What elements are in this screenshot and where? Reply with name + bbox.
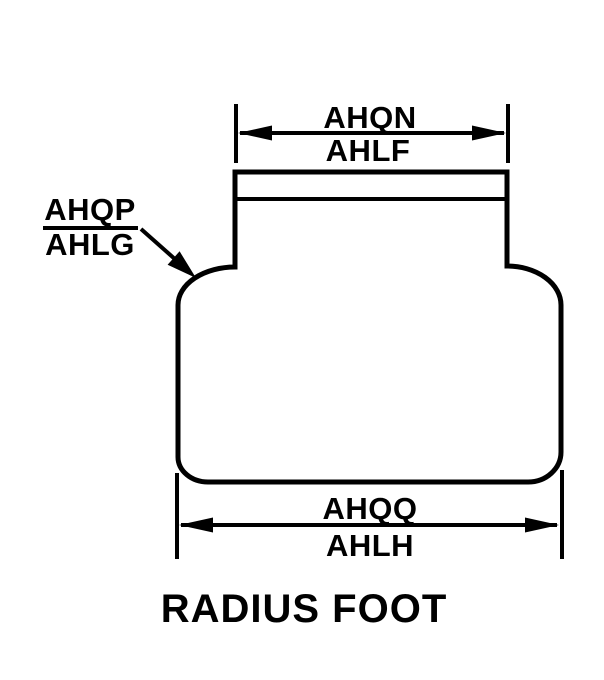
radius-label-primary: AHQP	[44, 192, 136, 227]
radius-leader-arrowhead-icon	[167, 251, 196, 278]
bottom-dim-label-primary: AHQQ	[323, 491, 418, 526]
foot-outline	[175, 169, 564, 485]
foot-profile	[175, 169, 564, 485]
top-dimension	[234, 104, 510, 163]
top-dim-label-secondary: AHLF	[326, 133, 411, 168]
radius-label-secondary: AHLG	[45, 227, 135, 262]
radius-callout	[43, 226, 196, 278]
top-dim-label-primary: AHQN	[323, 100, 416, 135]
top-dim-arrowhead-left-icon	[238, 125, 272, 141]
bottom-dimension	[175, 470, 564, 559]
bottom-dim-arrowhead-right-icon	[525, 517, 559, 533]
diagram-title: RADIUS FOOT	[161, 587, 448, 631]
bottom-dim-arrowhead-left-icon	[179, 517, 213, 533]
bottom-dim-label-secondary: AHLH	[326, 528, 414, 563]
top-dim-arrowhead-right-icon	[472, 125, 506, 141]
